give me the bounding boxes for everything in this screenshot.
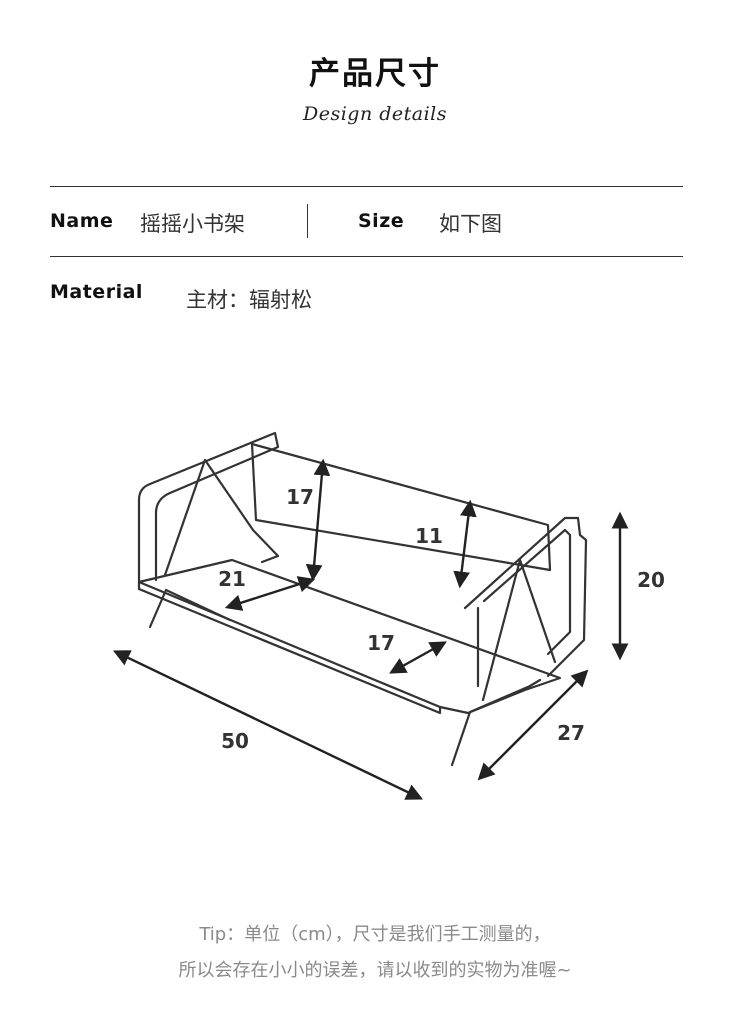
arrow-width-inner [389, 641, 447, 674]
size-value: 如下图 [439, 212, 502, 236]
bookshelf-illustration [137, 431, 588, 767]
arrow-overall-depth [477, 669, 589, 781]
dim-back-height: 11 [415, 524, 443, 548]
tip-line-2: 所以会存在小小的误差，请以收到的实物为准喔~ [178, 960, 572, 981]
dim-overall-length: 50 [221, 729, 249, 753]
size-label: Size [358, 210, 405, 232]
material-label: Material [50, 281, 143, 303]
dim-front-height: 17 [286, 485, 314, 509]
vertical-divider [307, 204, 308, 238]
left-triangle [163, 458, 280, 577]
dim-width-inner: 17 [367, 631, 395, 655]
name-value: 摇摇小书架 [140, 212, 245, 236]
arrow-front-height [305, 458, 331, 582]
left-frame [137, 431, 280, 584]
tip-line-1: Tip：单位（cm），尺寸是我们手工测量的， [199, 924, 551, 945]
page-subtitle: Design details [302, 103, 448, 125]
dim-overall-height: 20 [637, 568, 665, 592]
material-value: 主材：辐射松 [186, 288, 312, 312]
page-title: 产品尺寸 [309, 56, 441, 92]
shelf-board [137, 558, 562, 715]
middle-divider [50, 256, 683, 257]
name-label: Name [50, 210, 114, 232]
right-triangle [481, 558, 557, 702]
right-leg [450, 678, 542, 767]
arrow-depth-inner [224, 576, 316, 611]
dim-overall-depth: 27 [557, 721, 585, 745]
right-frame [463, 516, 588, 678]
top-divider [50, 186, 683, 187]
arrow-overall-length [112, 650, 424, 800]
dimension-arrows [112, 458, 629, 800]
dim-depth-inner: 21 [218, 567, 246, 591]
back-board [250, 442, 552, 572]
arrow-back-height [453, 499, 477, 589]
